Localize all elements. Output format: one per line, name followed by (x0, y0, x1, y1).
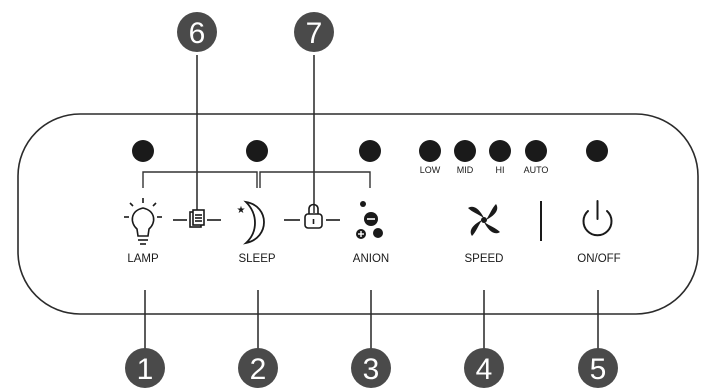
callout-circle-5 (578, 348, 618, 388)
callout-1: 1 (137, 353, 154, 386)
anion-icon (356, 201, 383, 239)
bracket-sleep-anion (259, 171, 371, 188)
indicator-power (586, 140, 608, 162)
indicator-mid (454, 140, 476, 162)
moon-star-icon: ★ (237, 200, 265, 245)
speed-level-hi: HI (496, 165, 505, 175)
callout-circle-2 (238, 348, 278, 388)
anion-label: ANION (353, 253, 389, 265)
callout-7: 7 (306, 17, 323, 50)
callout-circle-1 (125, 348, 165, 388)
child-lock-icon (284, 203, 340, 229)
lamp-label: LAMP (127, 253, 159, 265)
callout-3: 3 (363, 353, 380, 386)
lightbulb-icon (124, 198, 162, 245)
indicator-lights (132, 140, 608, 162)
panel-outline (17, 113, 699, 315)
indicator-hi (489, 140, 511, 162)
speed-level-low: LOW (420, 165, 441, 175)
filter-reset-icon (173, 209, 221, 228)
callout-4: 4 (476, 353, 493, 386)
sleep-label: SLEEP (238, 253, 275, 265)
indicator-auto (525, 140, 547, 162)
onoff-label: ON/OFF (577, 253, 620, 265)
callout-circle-7 (294, 12, 334, 52)
callout-leader-lines (144, 55, 599, 350)
indicator-anion (359, 140, 381, 162)
callout-circle-6 (177, 12, 217, 52)
fan-icon (468, 204, 500, 236)
combo-brackets (142, 171, 371, 188)
callout-circle-3 (351, 348, 391, 388)
indicator-sleep (246, 140, 268, 162)
speed-level-mid: MID (457, 165, 474, 175)
speed-label: SPEED (465, 253, 504, 265)
svg-text:★: ★ (237, 205, 246, 216)
callout-6: 6 (189, 17, 206, 50)
callout-circle-4 (464, 348, 504, 388)
callout-2: 2 (250, 353, 267, 386)
callouts-top: 6 7 (177, 12, 334, 52)
bracket-lamp-sleep (142, 171, 258, 188)
indicator-low (419, 140, 441, 162)
power-icon (582, 200, 613, 237)
callouts-bottom: 1 2 3 4 5 (125, 348, 618, 388)
speed-level-auto: AUTO (524, 165, 549, 175)
callout-5: 5 (590, 353, 607, 386)
indicator-lamp (132, 140, 154, 162)
